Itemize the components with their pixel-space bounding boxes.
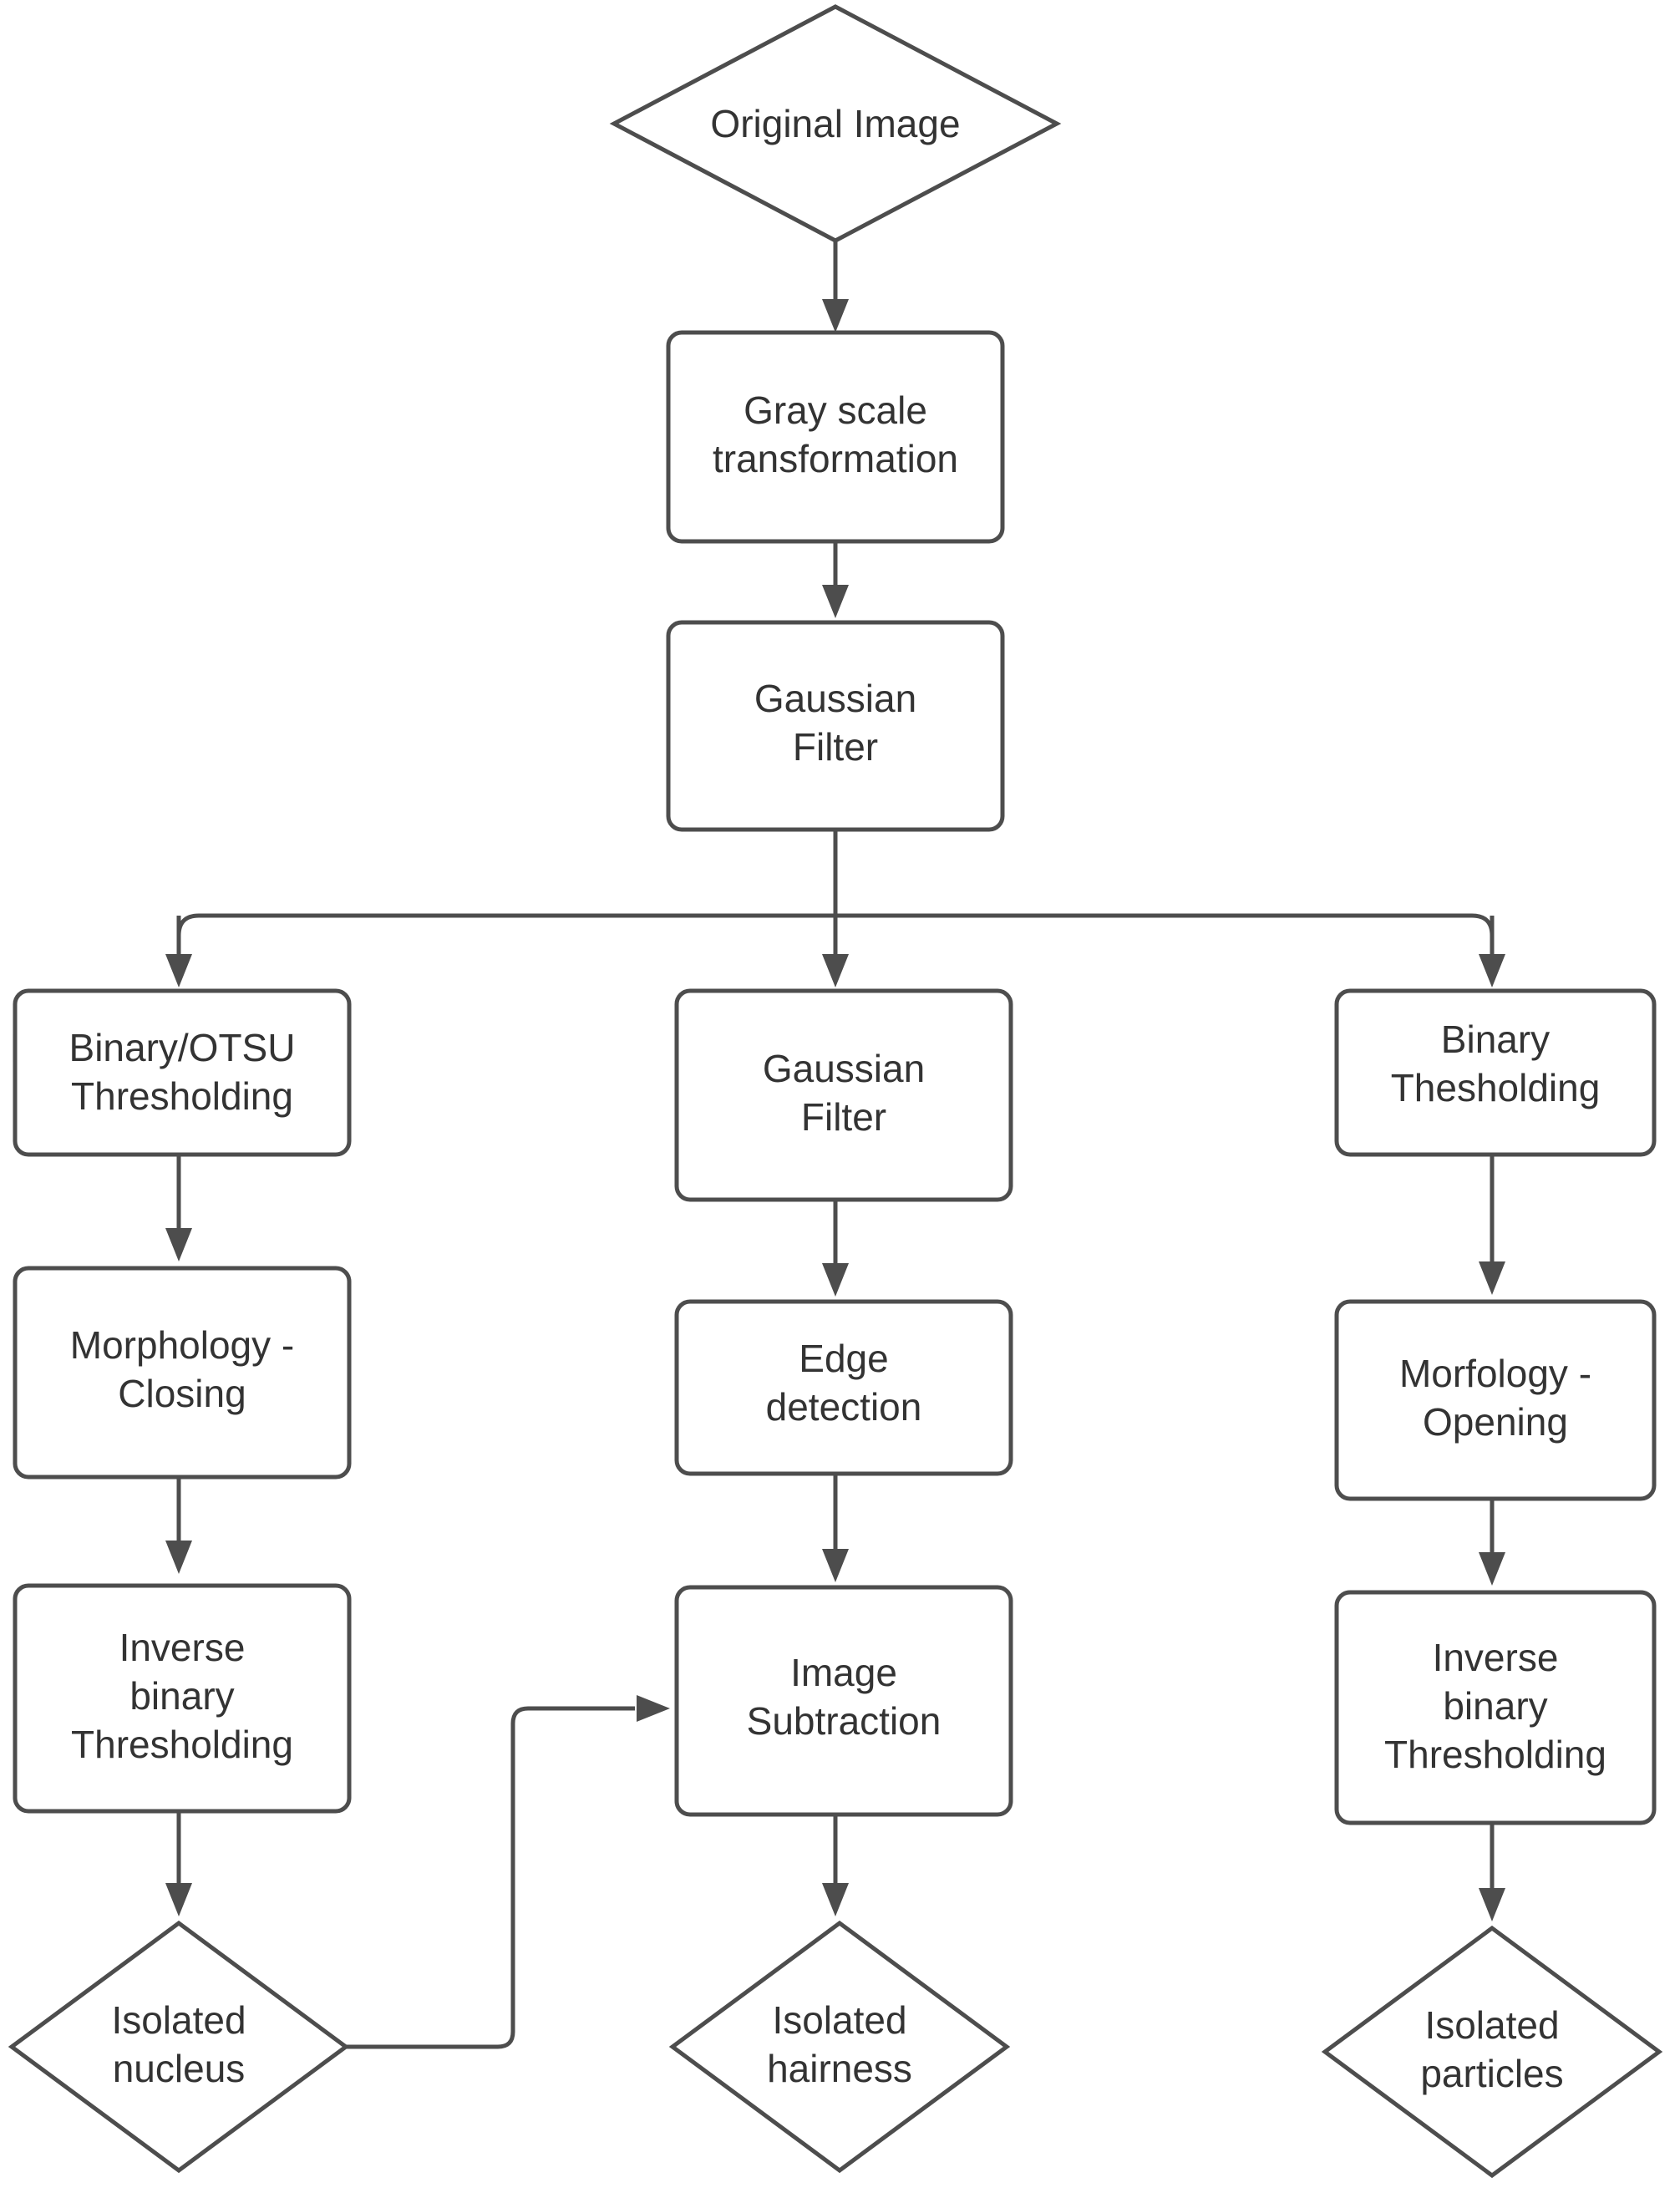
node-gray-scale-transformation[interactable]: Gray scale transformation (666, 330, 1005, 544)
node-image-subtraction-line1: Image (790, 1651, 897, 1694)
edge-edge-detection-to-image-subtraction (822, 1470, 849, 1582)
node-isolated-nucleus-line1: Isolated (111, 1998, 246, 2042)
edge-image-subtraction-to-isolated-hairness (822, 1815, 849, 1916)
node-image-subtraction[interactable]: Image Subtraction (674, 1585, 1013, 1817)
node-inverse-binary-left-line2: binary (129, 1674, 234, 1718)
edge-morfology-opening-to-inverse-binary-right (1479, 1495, 1505, 1586)
edge-inverse-binary-right-to-isolated-particles (1479, 1823, 1505, 1921)
node-gaussian-filter-main-line2: Filter (793, 725, 878, 769)
node-gaussian-filter-main-line1: Gaussian (754, 677, 916, 720)
node-inverse-binary-thresholding-left[interactable]: Inverse binary Thresholding (13, 1583, 352, 1814)
node-gaussian-filter-mid[interactable]: Gaussian Filter (674, 988, 1013, 1202)
node-original-image[interactable]: Original Image (609, 4, 1062, 243)
node-edge-detection-line1: Edge (799, 1337, 888, 1380)
node-gaussian-filter-mid-line1: Gaussian (763, 1047, 925, 1090)
node-morphology-closing-line1: Morphology - (70, 1323, 294, 1367)
node-edge-detection-line2: detection (766, 1385, 922, 1429)
node-morfology-opening[interactable]: Morfology - Opening (1334, 1299, 1657, 1501)
edge-gaussian-filter-mid-to-edge-detection (822, 1196, 849, 1297)
edge-original-image-to-gray-scale (822, 236, 849, 332)
node-binary-thresholding-line1: Binary (1441, 1018, 1550, 1061)
node-binary-thresholding-line2: Thesholding (1391, 1066, 1601, 1109)
node-inverse-binary-right-line3: Thresholding (1384, 1733, 1606, 1776)
node-original-image-label: Original Image (710, 102, 960, 145)
node-isolated-nucleus-line2: nucleus (113, 2047, 246, 2090)
edge-binary-otsu-to-morphology-closing (165, 1151, 192, 1261)
node-gaussian-filter-mid-line2: Filter (801, 1095, 886, 1139)
node-inverse-binary-right-line2: binary (1443, 1684, 1547, 1728)
edge-gray-scale-to-gaussian-filter (822, 539, 849, 618)
node-binary-otsu-line2: Thresholding (71, 1074, 293, 1118)
node-binary-otsu-line1: Binary/OTSU (69, 1026, 296, 1069)
edge-morphology-closing-to-inverse-binary-left (165, 1475, 192, 1574)
node-morphology-closing-line2: Closing (118, 1372, 246, 1415)
node-morfology-opening-line1: Morfology - (1399, 1352, 1591, 1395)
edge-isolated-nucleus-to-image-subtraction (346, 1695, 670, 2049)
edge-binary-thresholding-to-morfology-opening (1479, 1151, 1505, 1295)
node-isolated-particles-line2: particles (1420, 2052, 1563, 2095)
node-gray-scale-line1: Gray scale (744, 388, 927, 432)
node-inverse-binary-thresholding-right[interactable]: Inverse binary Thresholding (1334, 1590, 1657, 1825)
node-edge-detection[interactable]: Edge detection (674, 1299, 1013, 1476)
node-binary-thresholding[interactable]: Binary Thesholding (1334, 988, 1657, 1157)
node-inverse-binary-left-line1: Inverse (119, 1626, 246, 1669)
edge-branch-to-binary-otsu (165, 916, 192, 987)
node-isolated-particles[interactable]: Isolated particles (1321, 1925, 1663, 2179)
node-isolated-nucleus[interactable]: Isolated nucleus (8, 1920, 350, 2174)
node-inverse-binary-right-line1: Inverse (1433, 1636, 1559, 1679)
node-gaussian-filter-main[interactable]: Gaussian Filter (666, 620, 1005, 832)
node-morfology-opening-line2: Opening (1423, 1400, 1568, 1444)
node-isolated-hairness[interactable]: Isolated hairness (668, 1920, 1011, 2174)
node-isolated-hairness-line1: Isolated (772, 1998, 906, 2042)
node-gray-scale-line2: transformation (713, 437, 958, 480)
edge-branch-to-gaussian-filter-mid (822, 916, 849, 987)
edge-inverse-binary-left-to-isolated-nucleus (165, 1811, 192, 1916)
node-morphology-closing[interactable]: Morphology - Closing (13, 1266, 352, 1480)
node-inverse-binary-left-line3: Thresholding (71, 1723, 293, 1766)
node-isolated-hairness-line2: hairness (767, 2047, 912, 2090)
node-isolated-particles-line1: Isolated (1424, 2003, 1559, 2047)
node-binary-otsu-thresholding[interactable]: Binary/OTSU Thresholding (13, 988, 352, 1157)
node-image-subtraction-line2: Subtraction (747, 1699, 942, 1743)
edge-branch-to-binary-thresholding (1479, 916, 1505, 987)
